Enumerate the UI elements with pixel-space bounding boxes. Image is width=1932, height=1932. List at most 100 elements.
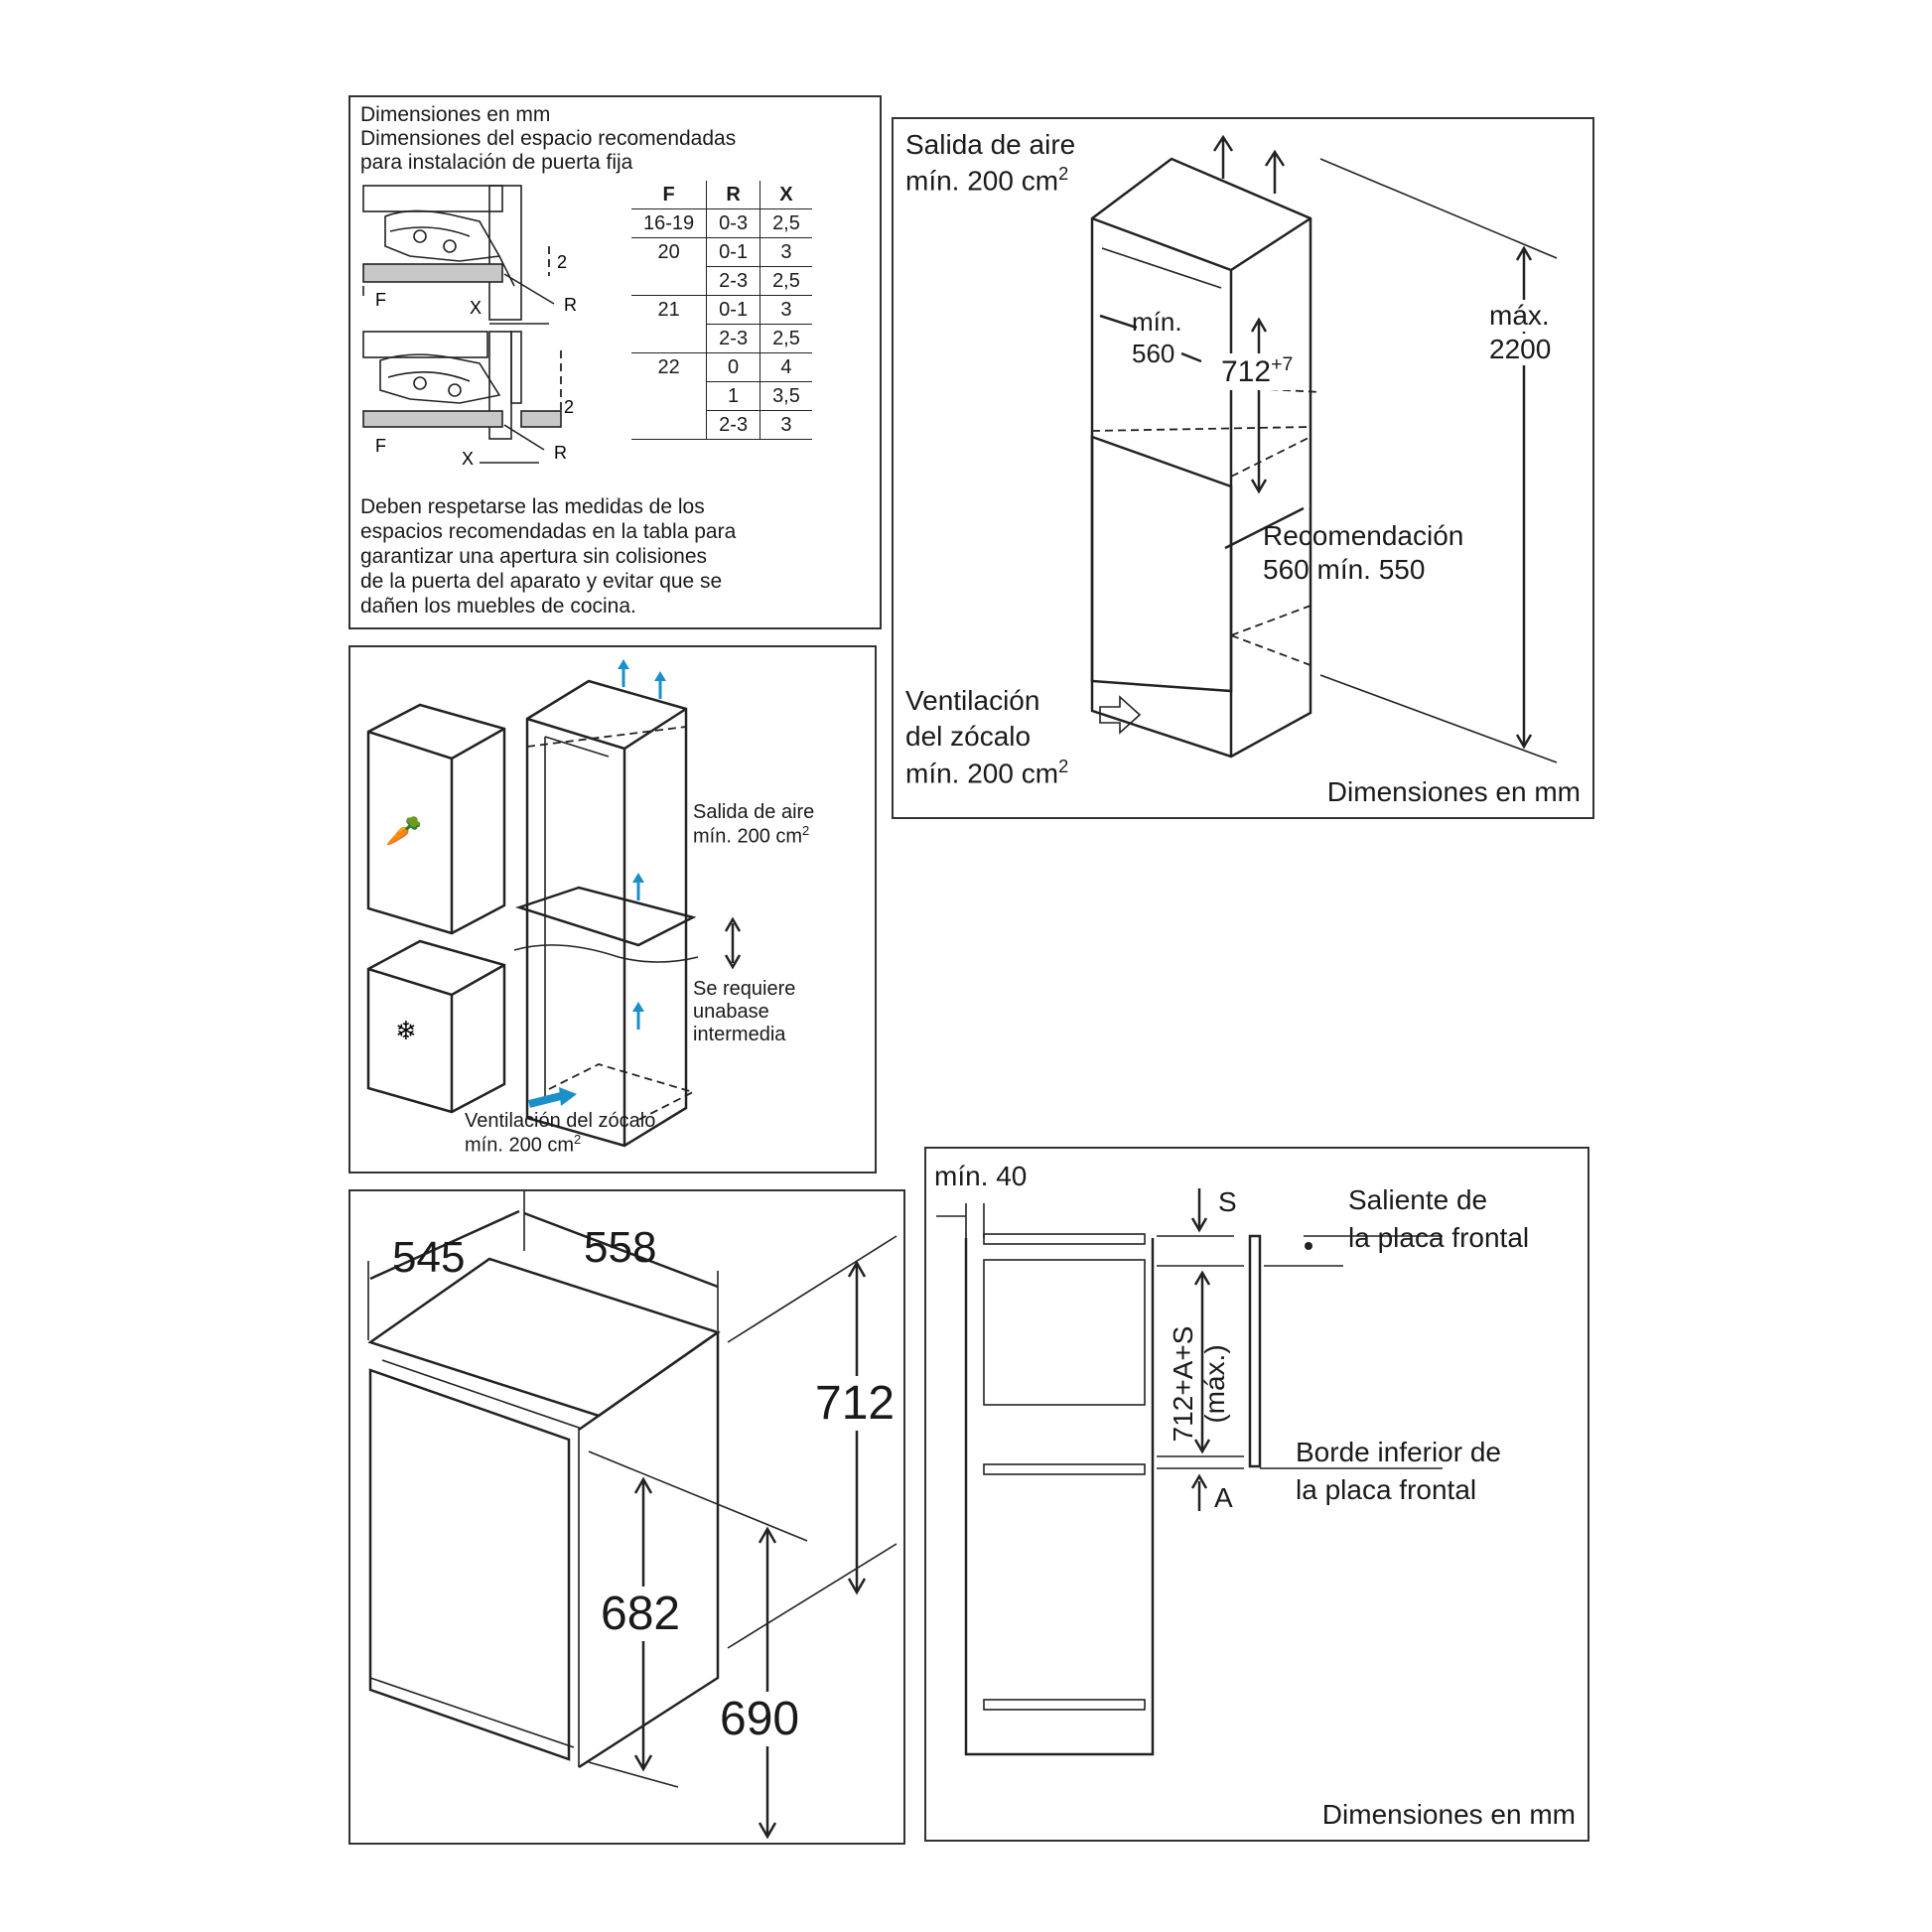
p3-air-out-sup: 2 (1058, 164, 1069, 184)
appliance-diagram (367, 1191, 897, 1840)
table-cell: 2,5 (759, 266, 812, 296)
air-out-label-2: mín. 200 cm2 (693, 823, 809, 849)
p3-min-2: 560 (1132, 339, 1175, 368)
ventilation-diagram: 🥕 ❄ (366, 659, 742, 1148)
note-line: garantizar una apertura sin colisiones (360, 545, 708, 568)
p3-vent-3: mín. 200 cm2 (905, 757, 1068, 790)
r-label-1: R (564, 295, 577, 315)
table-cell: 0-1 (706, 295, 761, 325)
dim-682: 682 (601, 1587, 681, 1642)
borde-2: la placa frontal (1296, 1474, 1477, 1505)
overlap-diagram (936, 1188, 1443, 1756)
niche-diagram (1090, 134, 1558, 763)
dim-690: 690 (720, 1692, 800, 1747)
p3-air-out-1: Salida de aire (905, 129, 1076, 160)
table-cell (631, 381, 708, 411)
dim-545: 545 (392, 1233, 466, 1282)
borde-1: Borde inferior de (1296, 1437, 1502, 1467)
p3-max-2: 2200 (1489, 334, 1552, 366)
p3-air-out-2: mín. 200 cm2 (905, 164, 1068, 198)
dim-712: 712 (815, 1376, 896, 1432)
panel1-subtitle-2: para instalación de puerta fija (360, 151, 633, 174)
table-header: R (706, 181, 761, 209)
table-cell: 2,5 (759, 208, 812, 238)
vent-sup: 2 (574, 1132, 582, 1147)
table-cell: 3 (759, 410, 812, 440)
vertical-dim: 712+A+S (máx.) (1168, 1300, 1231, 1468)
vent-label-2: mín. 200 cm2 (465, 1132, 582, 1158)
table-cell: 2,5 (759, 324, 812, 353)
table-cell: 0 (706, 352, 761, 382)
carrot-icon: 🥕 (385, 814, 422, 848)
table-cell: 22 (631, 352, 708, 382)
table-cell: 3 (759, 237, 812, 267)
panel-front-panel-overlap: mín. 40 S A 712+A+S (máx.) Saliente de l… (924, 1147, 1589, 1842)
air-out-value: mín. 200 cm (693, 825, 803, 848)
table-cell (631, 324, 708, 353)
note-line: de la puerta del aparato y evitar que se (360, 570, 723, 593)
table-cell: 2-3 (706, 324, 761, 353)
note-line: Deben respetarse las medidas de los (360, 495, 705, 518)
table-header: F (631, 181, 708, 209)
two-label-2: 2 (564, 397, 574, 417)
f-label-2: F (375, 436, 386, 456)
dim-558: 558 (584, 1223, 657, 1272)
snowflake-icon: ❄ (395, 1016, 417, 1045)
table-cell: 0-3 (706, 208, 761, 238)
table-cell (631, 410, 708, 440)
a-label: A (1214, 1482, 1233, 1513)
panel1-title: Dimensiones en mm (360, 103, 551, 126)
p3-air-out-value: mín. 200 cm (905, 165, 1059, 197)
p3-rec-2: 560 mín. 550 (1263, 554, 1426, 585)
r-label-2: R (554, 443, 567, 463)
p3-712-sup: +7 (1271, 353, 1294, 375)
p3-712: 712+7 (1221, 353, 1294, 390)
p3-units: Dimensiones en mm (1326, 776, 1581, 807)
table-cell: 3 (759, 295, 812, 325)
table-cell: 16-19 (631, 208, 708, 238)
base-label-3: intermedia (693, 1024, 786, 1045)
note-line: espacios recomendadas en la tabla para (360, 520, 737, 543)
p3-vent-value: mín. 200 cm (905, 758, 1059, 789)
min40-label: mín. 40 (934, 1161, 1028, 1191)
f-label-1: F (375, 290, 386, 310)
p3-rec-1: Recomendación (1263, 520, 1464, 551)
table-cell: 4 (759, 352, 812, 382)
table-cell (631, 266, 708, 296)
table-header: X (759, 181, 812, 209)
hinge-diagrams: F X R 2 2 F X R (362, 185, 577, 469)
s-label: S (1218, 1186, 1237, 1217)
p5-units: Dimensiones en mm (1321, 1799, 1576, 1830)
base-label-2: unabase (693, 1001, 769, 1023)
panel1-subtitle-1: Dimensiones del espacio recomendadas (360, 127, 737, 150)
saliente-1: Saliente de (1348, 1184, 1488, 1215)
panel-niche-dimensions: Salida de aire mín. 200 cm2 mín. 560 712… (892, 117, 1594, 819)
note-line: dañen los muebles de cocina. (360, 595, 636, 618)
panel1-note: Deben respetarse las medidas de los espa… (360, 494, 736, 619)
table-cell: 1 (706, 381, 761, 411)
x-label-1: X (470, 298, 482, 318)
air-out-label-1: Salida de aire (693, 801, 815, 823)
table-cell: 3,5 (759, 381, 812, 411)
two-label-1: 2 (557, 252, 567, 272)
p3-min-1: mín. (1132, 307, 1182, 337)
x-label-2: X (462, 449, 474, 469)
base-label-1: Se requiere (693, 978, 796, 1000)
p3-max-1: máx. (1489, 300, 1550, 333)
vent-label-1: Ventilación del zócalo (465, 1110, 656, 1132)
panel-appliance-dimensions: 545 558 712 682 690 (348, 1189, 905, 1845)
p3-vent-sup: 2 (1058, 757, 1069, 776)
p3-712-value: 712 (1221, 355, 1272, 388)
vertical-dim-1: 712+A+S (1168, 1325, 1198, 1443)
table-cell: 20 (631, 237, 708, 267)
p3-vent-1: Ventilación (905, 685, 1040, 716)
p3-vent-2: del zócalo (905, 721, 1032, 752)
